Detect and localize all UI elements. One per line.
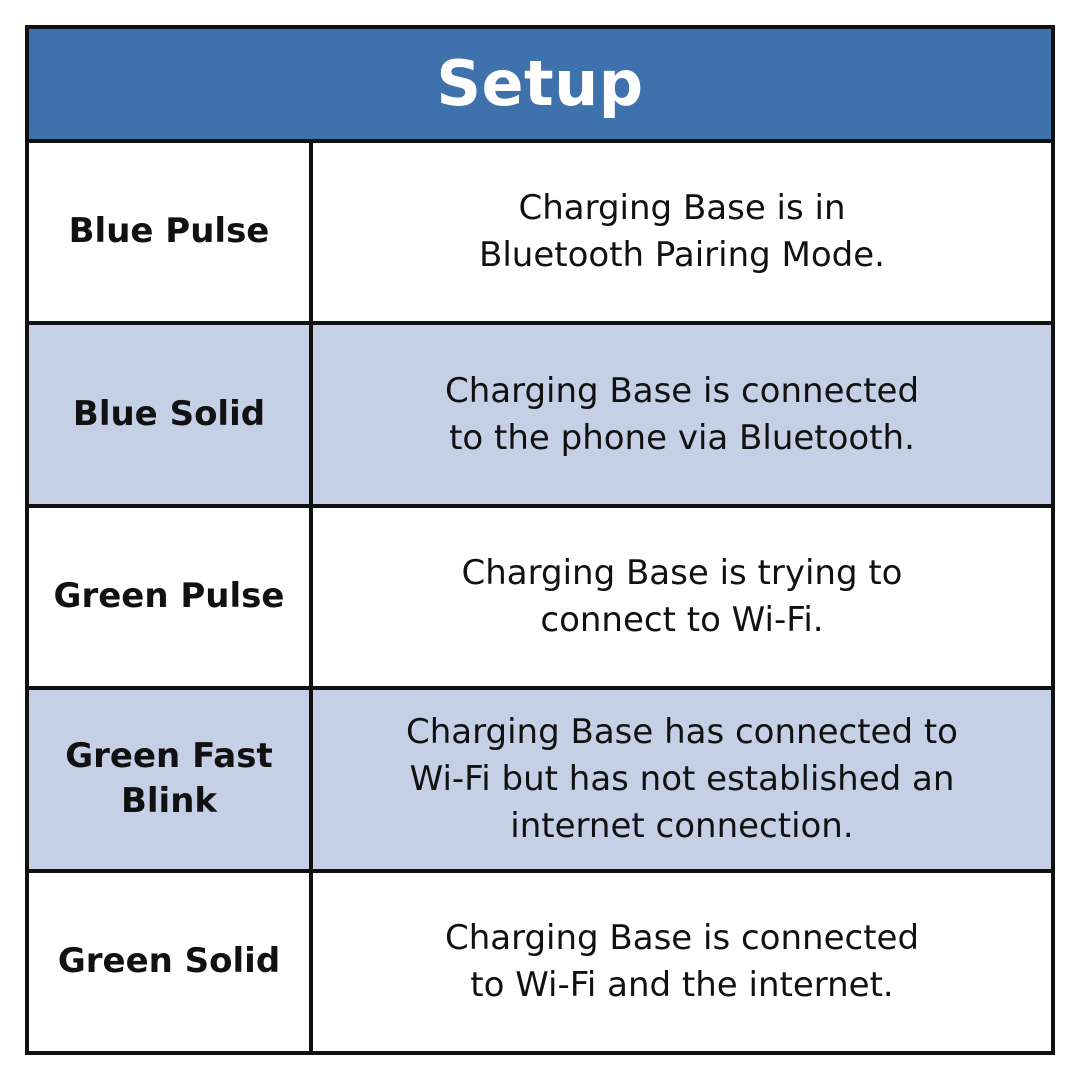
table-row-green-solid: Green Solid Charging Base is connected t… bbox=[29, 872, 1051, 1052]
status-description: Charging Base has connected to Wi-Fi but… bbox=[406, 712, 958, 846]
status-description: Charging Base is in Bluetooth Pairing Mo… bbox=[479, 188, 885, 276]
description-cell: Charging Base has connected to Wi-Fi but… bbox=[313, 690, 1051, 868]
description-cell: Charging Base is connected to Wi-Fi and … bbox=[313, 873, 1051, 1051]
table-row-blue-pulse: Blue Pulse Charging Base is in Bluetooth… bbox=[29, 143, 1051, 326]
table-row-green-pulse: Green Pulse Charging Base is trying to c… bbox=[29, 507, 1051, 691]
table-row-green-fast-blink: Green Fast Blink Charging Base has conne… bbox=[29, 690, 1051, 873]
status-description: Charging Base is trying to connect to Wi… bbox=[461, 553, 903, 641]
status-cell: Green Solid bbox=[29, 872, 313, 1052]
status-label: Green Fast Blink bbox=[65, 735, 273, 822]
table-body: Blue Pulse Charging Base is in Bluetooth… bbox=[29, 143, 1051, 1052]
status-cell: Blue Pulse bbox=[29, 143, 313, 322]
status-label: Green Pulse bbox=[53, 576, 285, 617]
status-cell: Green Fast Blink bbox=[29, 690, 313, 869]
table-header: Setup bbox=[29, 29, 1051, 143]
status-cell: Blue Solid bbox=[29, 325, 313, 504]
status-description: Charging Base is connected to Wi-Fi and … bbox=[444, 917, 920, 1005]
table-row-blue-solid: Blue Solid Charging Base is connected to… bbox=[29, 325, 1051, 508]
table-title: Setup bbox=[436, 47, 644, 120]
led-status-table: Setup Blue Pulse Charging Base is in Blu… bbox=[25, 25, 1055, 1055]
status-cell: Green Pulse bbox=[29, 507, 313, 687]
description-cell: Charging Base is trying to connect to Wi… bbox=[313, 508, 1051, 686]
status-label: Blue Pulse bbox=[68, 211, 270, 252]
status-description: Charging Base is connected to the phone … bbox=[444, 370, 920, 458]
description-cell: Charging Base is connected to the phone … bbox=[313, 325, 1051, 503]
status-label: Green Solid bbox=[57, 940, 281, 981]
status-label: Blue Solid bbox=[72, 393, 266, 434]
description-cell: Charging Base is in Bluetooth Pairing Mo… bbox=[313, 143, 1051, 321]
